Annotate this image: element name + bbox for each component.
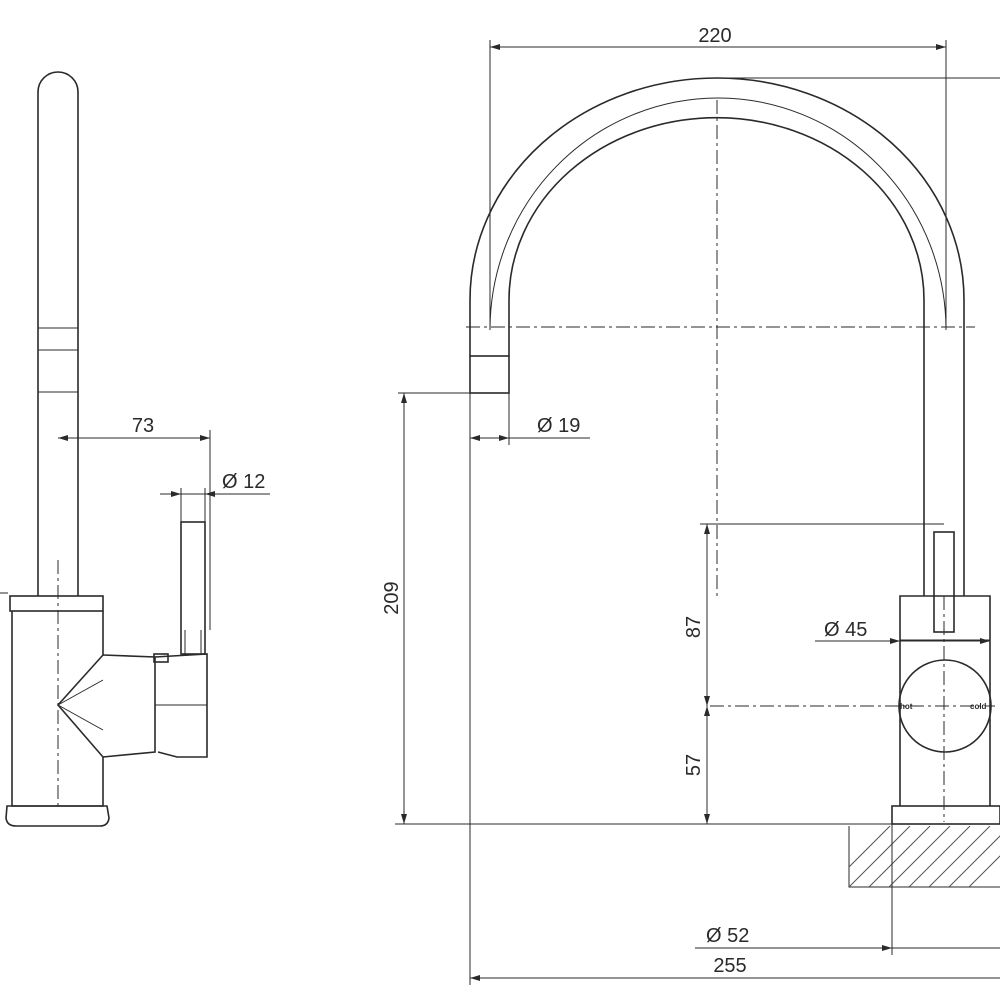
side-lever-housing (102, 654, 156, 758)
dim-52-label: Ø 52 (706, 925, 749, 947)
dim-209-arrow-bottom (401, 814, 407, 824)
front-handle (933, 531, 955, 633)
side-lever-housing-facet (57, 679, 104, 731)
spout-inner-arc (508, 116, 925, 596)
dim-57-arrow-top (704, 706, 710, 716)
dim-87-arrow-bottom (704, 696, 710, 706)
side-lever-pin (153, 653, 169, 663)
side-lever-cap (154, 653, 208, 758)
dim-52-arrow-left (882, 945, 892, 951)
hot-label: hot (900, 702, 913, 711)
spout-outer-arc (469, 77, 965, 596)
dim-45-label: Ø 45 (824, 619, 867, 641)
side-spout-tube (37, 71, 79, 596)
dim-45-arrow-right (980, 638, 990, 644)
dim-19-arrow-right (499, 435, 509, 441)
side-base (5, 805, 110, 827)
dim-57-arrow-bottom (704, 814, 710, 824)
spout-center-arc (489, 97, 947, 331)
dim-209-arrow-top (401, 393, 407, 403)
dim-73-arrow-left (58, 435, 68, 441)
dim-255-label: 255 (713, 955, 746, 977)
dim-220-label: 220 (698, 25, 731, 47)
spout-outlet (469, 355, 510, 394)
front-view: hot cold 220 (381, 25, 1000, 985)
dim-87-arrow-top (704, 524, 710, 534)
cold-label: cold (970, 702, 987, 711)
dim-45-arrow-left (890, 638, 900, 644)
dim-87-label: 87 (683, 616, 705, 638)
bench-hatch (849, 826, 1000, 887)
dim-19-arrow-left (470, 435, 480, 441)
side-view: 73 Ø 12 (0, 71, 270, 827)
dim-255-arrow-left (470, 975, 480, 981)
dim-57-label: 57 (683, 754, 705, 776)
dim-220-arrow-right (936, 44, 946, 50)
side-handle (180, 521, 206, 655)
handle-disc (898, 659, 992, 753)
dim-12-arrow-right (205, 491, 215, 497)
dim-73-label: 73 (132, 415, 154, 437)
body (899, 595, 991, 806)
dim-220-arrow-left (490, 44, 500, 50)
bench-section (848, 826, 1000, 888)
bench-outline (848, 826, 1000, 888)
dim-73-arrow-right (200, 435, 210, 441)
dim-12-arrow-left (171, 491, 181, 497)
side-body-collar (9, 595, 104, 612)
base-plate (891, 805, 1000, 825)
dim-209-label: 209 (381, 581, 403, 614)
dim-19-label: Ø 19 (537, 415, 580, 437)
dim-12-label: Ø 12 (222, 471, 265, 493)
